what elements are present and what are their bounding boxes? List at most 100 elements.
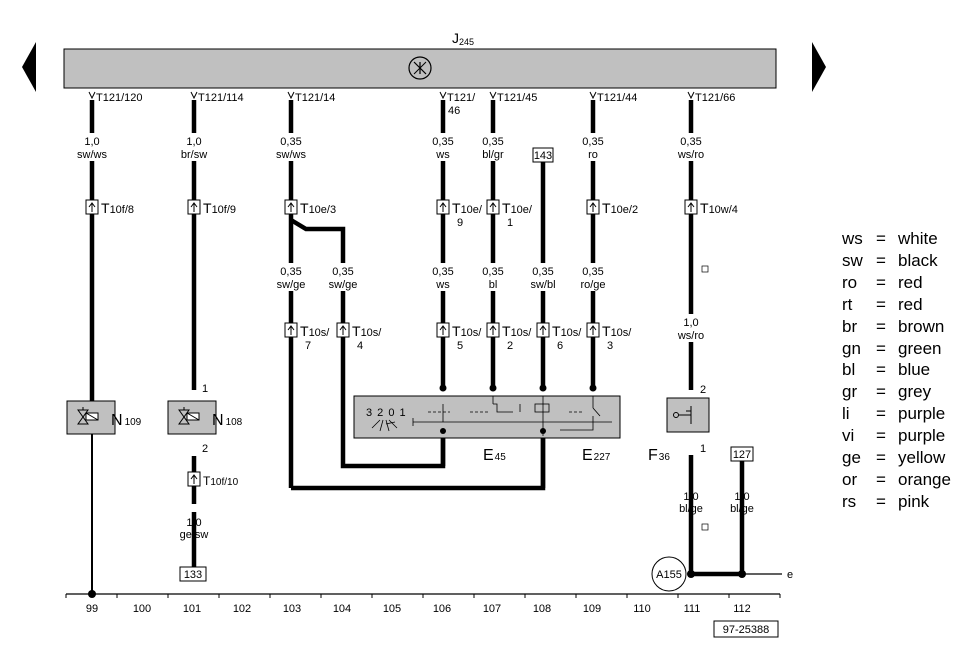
junction-dot (738, 570, 746, 578)
wire-size: 0,35 (482, 266, 503, 278)
e227-label: E227 (582, 447, 611, 464)
pin-arrow-icon (589, 91, 597, 100)
wire-color: ws/ro (677, 330, 704, 342)
legend-abbr: or (842, 469, 858, 489)
legend-row: ge=yellow (842, 447, 951, 469)
connector-symbol (536, 322, 550, 338)
wire-color: ws (435, 149, 450, 161)
wire-size: 0,35 (432, 136, 453, 148)
legend-abbr: ro (842, 272, 858, 292)
connector-symbol (586, 199, 600, 215)
legend-meaning: pink (898, 491, 930, 511)
column-number: 101 (183, 603, 201, 615)
junction-dot (439, 384, 447, 392)
wire-size: 0,35 (432, 266, 453, 278)
wire-size: 0,35 (332, 266, 353, 278)
connector-sub-label: 1 (507, 217, 513, 229)
pin-arrow-icon (88, 91, 96, 100)
connector-sub-label: 4 (357, 340, 363, 352)
connector-label: T10s/ (602, 323, 632, 339)
marker-square (701, 523, 709, 531)
wire-color: sw/bl (530, 279, 555, 291)
column-number: 105 (383, 603, 401, 615)
connector-label: T10s/ (502, 323, 532, 339)
connector-label: T10f/9 (203, 200, 236, 216)
doc-number-box (713, 620, 779, 638)
wire-size: 0,35 (280, 136, 301, 148)
junction-dot (540, 428, 546, 434)
column-number: 100 (133, 603, 151, 615)
junction-dot-99 (88, 590, 96, 598)
column-number: 112 (733, 603, 751, 615)
legend-eq: = (876, 404, 886, 424)
legend-row: ws=white (842, 228, 951, 250)
label-gap (671, 133, 711, 161)
connector-symbol (284, 322, 298, 338)
legend-eq: = (876, 491, 886, 511)
legend-row: vi=purple (842, 425, 951, 447)
legend-eq: = (876, 426, 886, 446)
legend-row: rs = pink (842, 491, 951, 513)
label-gap (523, 263, 563, 291)
legend-eq: = (876, 294, 886, 314)
column-number: 108 (533, 603, 551, 615)
column-ticks (65, 594, 781, 598)
n108-pin-top: 1 (202, 383, 208, 395)
pin-label: T121/66 (695, 92, 735, 104)
legend-abbr: ge (842, 448, 861, 468)
connector-label: T10e/ (452, 200, 483, 216)
connector-sub-label: 6 (557, 340, 563, 352)
ground-point-a155[interactable] (651, 556, 687, 592)
lower-wire-labels: 0,35sw/ge0,35sw/ge0,35ws0,35bl0,35sw/bl0… (271, 263, 711, 342)
wire-color: ws/ro (677, 149, 704, 161)
connector-sub-label: 9 (457, 217, 463, 229)
brake-switch-icon (673, 406, 692, 424)
control-unit-symbol-icon (408, 56, 432, 80)
switch-lever-icon (371, 419, 398, 432)
pin-label: T121/44 (597, 92, 637, 104)
legend-row: br=brown (842, 316, 951, 338)
legend-row: ro=red (842, 272, 951, 294)
wire-group (89, 100, 745, 594)
ref-box-133[interactable] (179, 566, 207, 582)
next-page-arrow-icon[interactable] (812, 42, 826, 92)
pin-label: T121/14 (295, 92, 335, 104)
switch-unit-e45-e227[interactable] (353, 395, 621, 439)
doc-number: 97-25388 (723, 624, 770, 636)
wire-color: ro (588, 149, 598, 161)
f36-pin-top: 2 (700, 384, 706, 396)
legend-abbr: gr (842, 382, 858, 402)
legend-abbr: rs (842, 491, 857, 511)
legend-row: sw=black (842, 250, 951, 272)
connector-t10f10 (187, 471, 201, 487)
legend-meaning: orange (898, 469, 951, 489)
legend-row: li=purple (842, 403, 951, 425)
switch-contacts (412, 396, 612, 436)
label-gap (423, 133, 463, 161)
pin-arrow-icon (489, 91, 497, 100)
wire-color: sw/ws (276, 149, 306, 161)
legend-eq: = (876, 229, 886, 248)
legend-row: gn=green (842, 338, 951, 360)
marker-square (701, 265, 709, 273)
legend-abbr: bl (842, 360, 856, 380)
n108-lower-size: 1,0 (186, 517, 201, 529)
connector-symbol (85, 199, 99, 215)
ref-box-143[interactable] (532, 147, 554, 163)
upper-wire-labels: 1,0sw/ws1,0br/sw0,35sw/ws0,35ws0,35bl/gr… (72, 133, 711, 161)
legend-abbr: rt (842, 294, 853, 314)
previous-page-arrow-icon[interactable] (22, 42, 36, 92)
column-number: 111 (684, 603, 701, 615)
wire-color: bl/gr (482, 149, 504, 161)
legend-abbr: vi (842, 426, 855, 446)
legend-eq: = (876, 382, 886, 402)
legend-meaning: red (898, 294, 923, 314)
switch-positions-label: 3 2 0 1 (366, 407, 407, 419)
ref-box-127[interactable] (730, 446, 754, 462)
control-unit-label: J245 (452, 30, 474, 47)
legend-meaning: blue (898, 360, 931, 380)
connector-label: T10s/ (452, 323, 482, 339)
